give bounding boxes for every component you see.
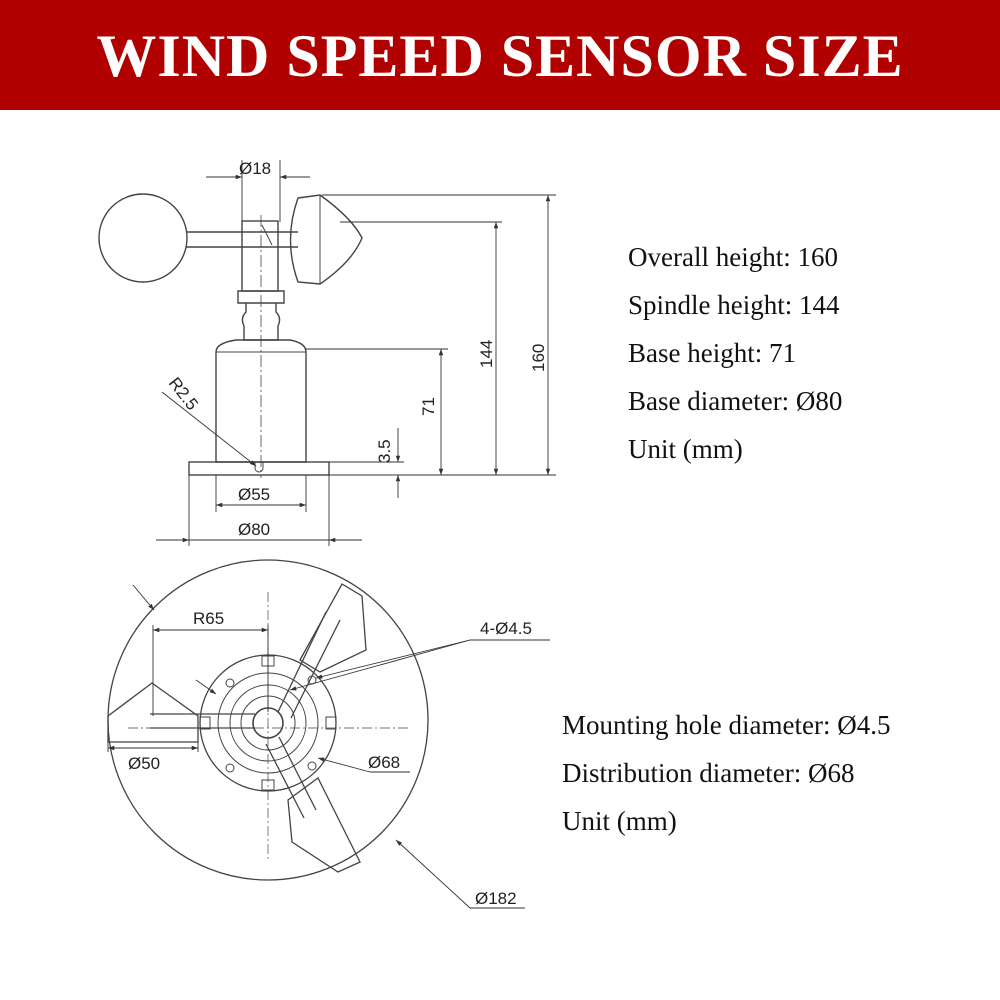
cup-left xyxy=(98,193,188,283)
side-view-dimensions xyxy=(156,160,556,546)
dim-flange-height: 3.5 xyxy=(375,439,394,463)
dim-base-height: 71 xyxy=(419,397,438,416)
spec-base-diameter: Base diameter: Ø80 xyxy=(628,386,843,416)
dim-sweep-diameter: Ø182 xyxy=(475,889,517,908)
spec-base-height: Base height: 71 xyxy=(628,338,796,368)
spec-unit-top: Unit (mm) xyxy=(562,806,677,836)
spec-unit-side: Unit (mm) xyxy=(628,434,743,464)
dim-overall-height: 160 xyxy=(529,344,548,372)
dim-distribution-diameter: Ø68 xyxy=(368,753,400,772)
dim-base-inner-diameter: Ø55 xyxy=(238,485,270,504)
top-view-dimensions xyxy=(107,584,550,909)
dim-base-diameter: Ø80 xyxy=(238,520,270,539)
dim-cup-radius: R65 xyxy=(193,609,224,628)
dim-top-diameter: Ø18 xyxy=(239,159,271,178)
dim-cup-diameter: Ø50 xyxy=(128,754,160,773)
page-title: WIND SPEED SENSOR SIZE xyxy=(96,23,904,89)
spec-spindle-height: Spindle height: 144 xyxy=(628,290,840,320)
dim-holes: 4-Ø4.5 xyxy=(480,619,532,638)
spec-mounting-hole-diameter: Mounting hole diameter: Ø4.5 xyxy=(562,710,891,740)
dim-radius: R2.5 xyxy=(165,374,202,414)
spec-distribution-diameter: Distribution diameter: Ø68 xyxy=(562,758,855,788)
title-banner: WIND SPEED SENSOR SIZE xyxy=(0,0,1000,110)
dim-spindle-height: 144 xyxy=(477,340,496,368)
side-view-drawing xyxy=(98,193,363,478)
top-view-drawing xyxy=(107,559,429,881)
spec-overall-height: Overall height: 160 xyxy=(628,242,838,272)
